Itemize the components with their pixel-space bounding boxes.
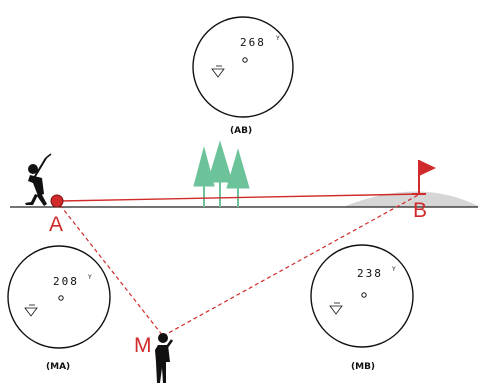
caption-ma: (MA): [46, 362, 70, 372]
viewfinder-ma: 208 Y (MA): [7, 245, 111, 372]
point-label-b: B: [413, 199, 427, 222]
golfer-icon: [25, 153, 52, 206]
flag-icon: [412, 160, 436, 195]
crosshair-icon: [242, 57, 248, 63]
viewfinder-ab: 268 Y (AB): [192, 16, 294, 136]
tree-icon: [193, 140, 250, 207]
ball-a: [50, 194, 64, 208]
mountain-mode-icon: [24, 304, 38, 317]
viewfinder-mb: 238 Y (MB): [310, 244, 414, 372]
readout-mb-distance: 238: [357, 267, 383, 280]
caption-mb: (MB): [351, 362, 375, 372]
caption-ab: (AB): [230, 126, 252, 136]
readout-mb-unit: Y: [391, 266, 396, 273]
readout-ma-unit: Y: [87, 274, 92, 281]
readout-ab-distance: 268: [240, 36, 266, 49]
mountain-mode-icon: [211, 65, 225, 78]
crosshair-icon: [58, 295, 64, 301]
crosshair-icon: [361, 292, 367, 298]
person-icon: [155, 333, 174, 383]
point-label-m: M: [134, 334, 152, 357]
line-ab: [59, 193, 421, 202]
mountain-mode-icon: [329, 302, 343, 315]
readout-ma-distance: 208: [53, 275, 79, 288]
point-label-a: A: [49, 213, 63, 236]
readout-ab-unit: Y: [275, 35, 280, 42]
